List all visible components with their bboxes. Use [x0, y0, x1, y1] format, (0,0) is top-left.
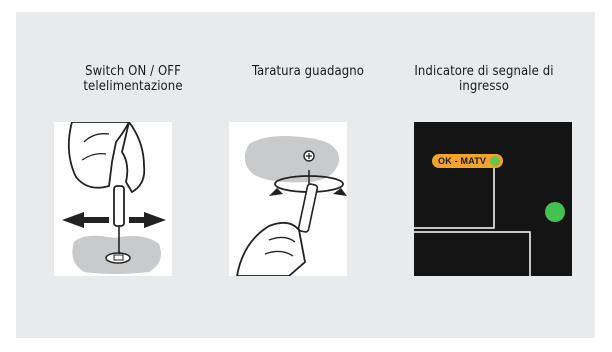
ok-matv-badge: OK - MATV	[432, 154, 504, 168]
panel-signal: Indicatore di segnale di ingresso	[405, 64, 563, 94]
pcb-trace	[414, 168, 531, 276]
panel-gain: Taratura guadagno	[229, 64, 387, 79]
panel-title: Taratura guadagno	[251, 64, 365, 79]
signal-indicator-panel: OK - MATV	[414, 122, 572, 276]
hand-switch-icon	[62, 122, 166, 274]
panel-title: Indicatore di segnale di ingresso	[414, 64, 554, 94]
panel-power-switch: Switch ON / OFF telelimentazione	[54, 64, 212, 94]
status-led-icon	[490, 156, 501, 166]
panel-title: Switch ON / OFF telelimentazione	[83, 64, 183, 94]
switch-illustration	[54, 122, 172, 276]
gain-illustration	[229, 122, 347, 276]
green-led-icon	[545, 202, 565, 222]
screwdriver-icon	[236, 136, 347, 276]
